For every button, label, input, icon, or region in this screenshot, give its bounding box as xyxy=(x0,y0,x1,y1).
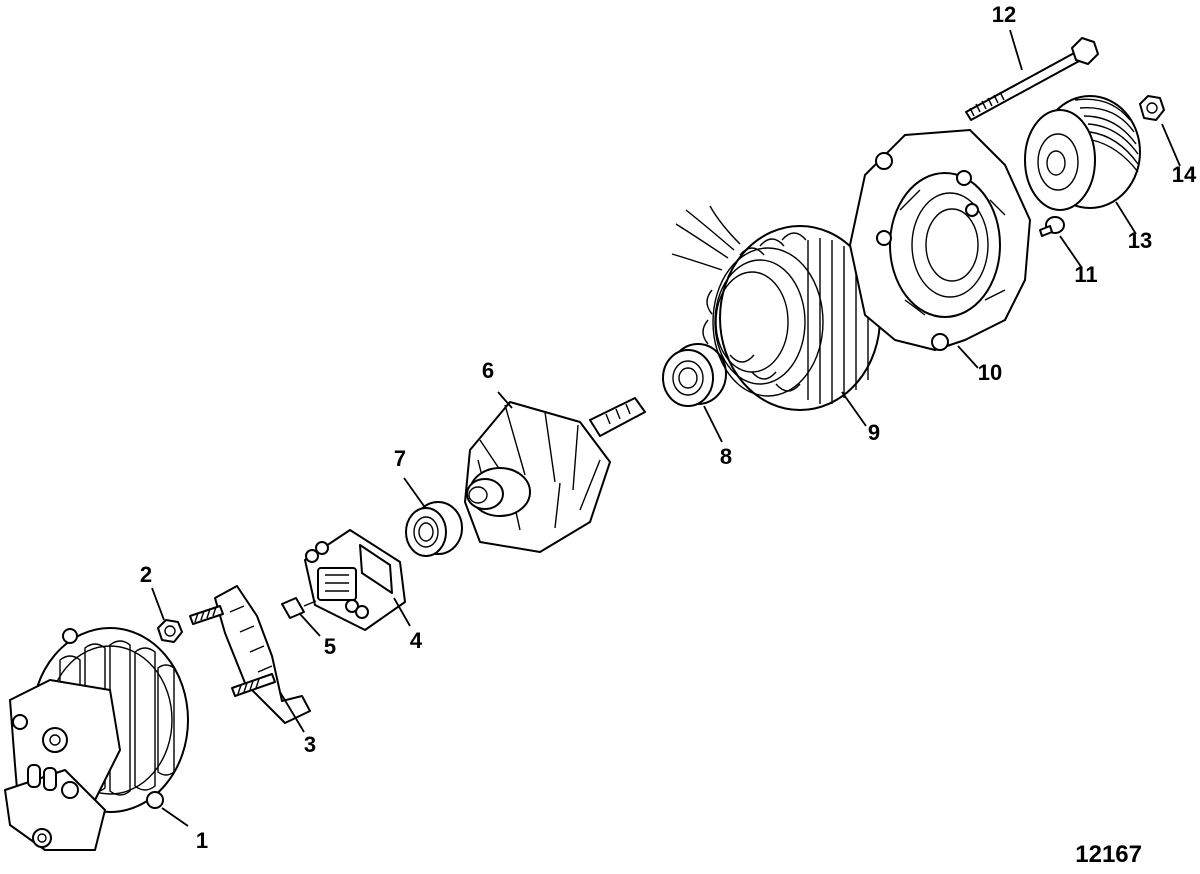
callout-12: 12 xyxy=(992,2,1016,27)
part-8-bearing xyxy=(662,343,727,407)
part-3-rectifier-bridge xyxy=(189,585,311,724)
callout-2: 2 xyxy=(140,562,152,587)
callout-4: 4 xyxy=(410,628,423,653)
callout-11: 11 xyxy=(1074,262,1097,287)
part-6-rotor xyxy=(464,397,646,553)
part-1-rear-housing xyxy=(4,627,189,851)
callout-1: 1 xyxy=(196,828,208,853)
callout-5: 5 xyxy=(324,634,336,659)
part-7-bearing xyxy=(405,501,463,557)
callout-13: 13 xyxy=(1128,228,1152,253)
part-11-screw xyxy=(1039,216,1065,237)
part-13-pulley xyxy=(1024,95,1141,211)
part-4-voltage-regulator xyxy=(304,529,406,631)
callout-9: 9 xyxy=(868,420,880,445)
part-10-front-housing xyxy=(849,129,1031,351)
callout-6: 6 xyxy=(482,358,494,383)
part-5-brush xyxy=(281,597,317,619)
callout-7: 7 xyxy=(394,446,406,471)
callout-14: 14 xyxy=(1172,162,1197,187)
callout-8: 8 xyxy=(720,444,732,469)
figure-number: 12167 xyxy=(1075,841,1142,868)
part-2-nut xyxy=(157,619,183,643)
part-14-pulley-nut xyxy=(1139,95,1165,121)
leader-lines xyxy=(151,29,1181,827)
callout-3: 3 xyxy=(304,732,316,757)
callout-10: 10 xyxy=(978,360,1002,385)
part-12-through-bolt xyxy=(965,37,1099,121)
part-9-stator xyxy=(671,205,881,411)
